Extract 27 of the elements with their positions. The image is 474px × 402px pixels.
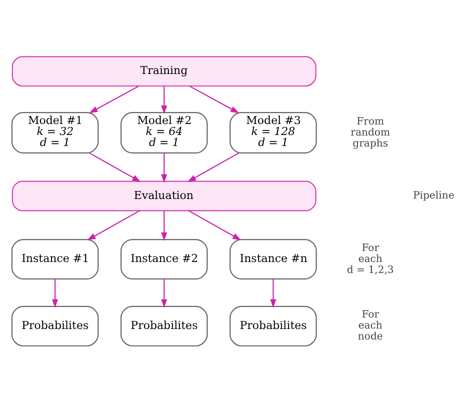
arrow — [188, 210, 242, 240]
arrow — [161, 86, 168, 114]
label: From random graphs — [350, 116, 390, 149]
node-box: Probabilites — [120, 305, 208, 346]
arrow — [52, 278, 58, 308]
arrow — [89, 152, 141, 182]
arrow — [89, 85, 140, 113]
node-box: Model #2 k = 64 d = 1 — [120, 112, 208, 153]
node-box: Probabilites — [230, 305, 317, 346]
node-box: Instance #1 — [11, 238, 99, 279]
node-box: Instance #n — [230, 238, 317, 279]
arrow — [270, 278, 276, 308]
arrow — [161, 278, 168, 308]
node-box: Probabilites — [11, 305, 99, 346]
node-box: Training — [12, 56, 316, 86]
arrow — [87, 210, 140, 240]
arrow — [189, 85, 240, 113]
label: Pipeline — [412, 190, 454, 202]
node-box: Model #3 k = 128 d = 1 — [230, 112, 317, 153]
node-box: Evaluation — [12, 180, 316, 211]
label: For each d = 1,2,3 — [346, 242, 394, 276]
label: For each node — [358, 309, 383, 342]
node-box: Instance #2 — [120, 238, 208, 279]
arrow — [161, 152, 168, 182]
node-box: Model #1 k = 32 d = 1 — [11, 112, 99, 153]
arrow — [161, 210, 168, 240]
arrow — [187, 152, 240, 182]
